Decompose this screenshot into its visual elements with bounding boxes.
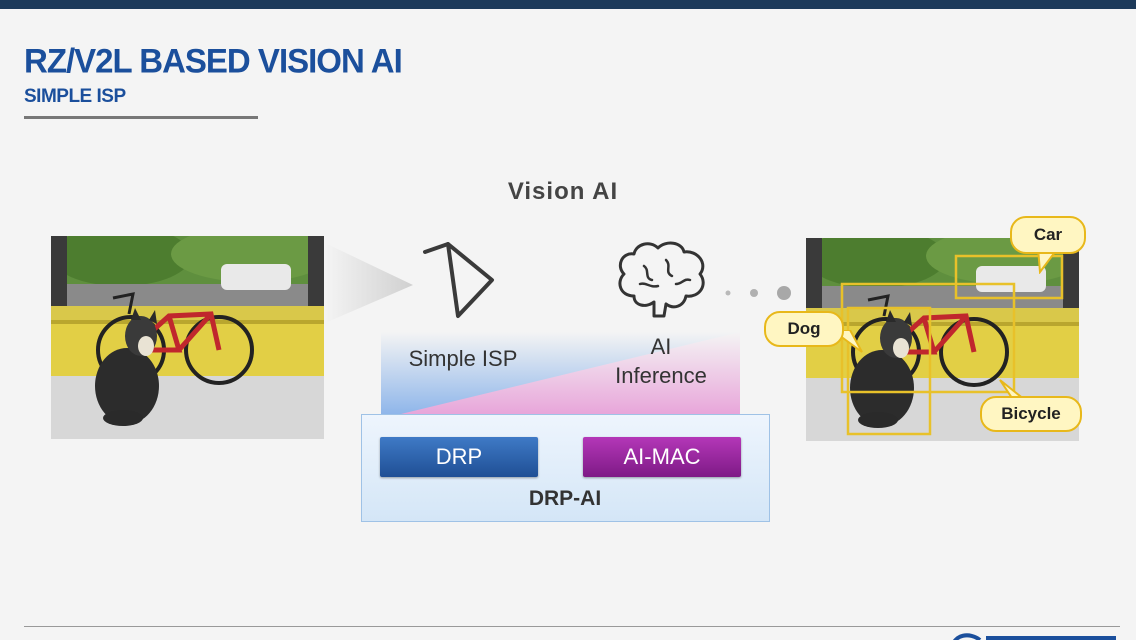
flow-arrow [325, 243, 413, 323]
top-bar [0, 0, 1136, 9]
ai-inference-line1: AI [650, 334, 672, 359]
ai-mac-chip: AI-MAC [583, 437, 741, 477]
vision-ai-header: Vision AI [507, 178, 619, 205]
simple-isp-label: Simple ISP [408, 346, 518, 371]
progress-dots [725, 286, 791, 300]
ai-inference-label: AI Inference [596, 332, 726, 390]
car-callout: Car [1010, 216, 1086, 254]
slide-subtitle: SIMPLE ISP [24, 86, 126, 107]
ai-inference-line2: Inference [615, 363, 707, 388]
drp-ai-label: DRP-AI [528, 487, 602, 510]
stage-band [381, 332, 740, 414]
input-photo [51, 236, 324, 439]
brand-logo [950, 630, 1120, 640]
bicycle-callout: Bicycle [980, 396, 1082, 432]
brain-icon [618, 241, 705, 318]
dog-detection-box [846, 306, 932, 436]
slide-title: RZ/V2L BASED VISION AI [24, 41, 403, 80]
drp-chip: DRP [380, 437, 538, 477]
title-underline [24, 116, 258, 119]
car-callout-tail [1036, 248, 1060, 274]
prism-icon [423, 242, 494, 318]
footer-rule [24, 626, 1120, 627]
car-detection-box [954, 254, 1064, 300]
dog-callout: Dog [764, 311, 844, 347]
